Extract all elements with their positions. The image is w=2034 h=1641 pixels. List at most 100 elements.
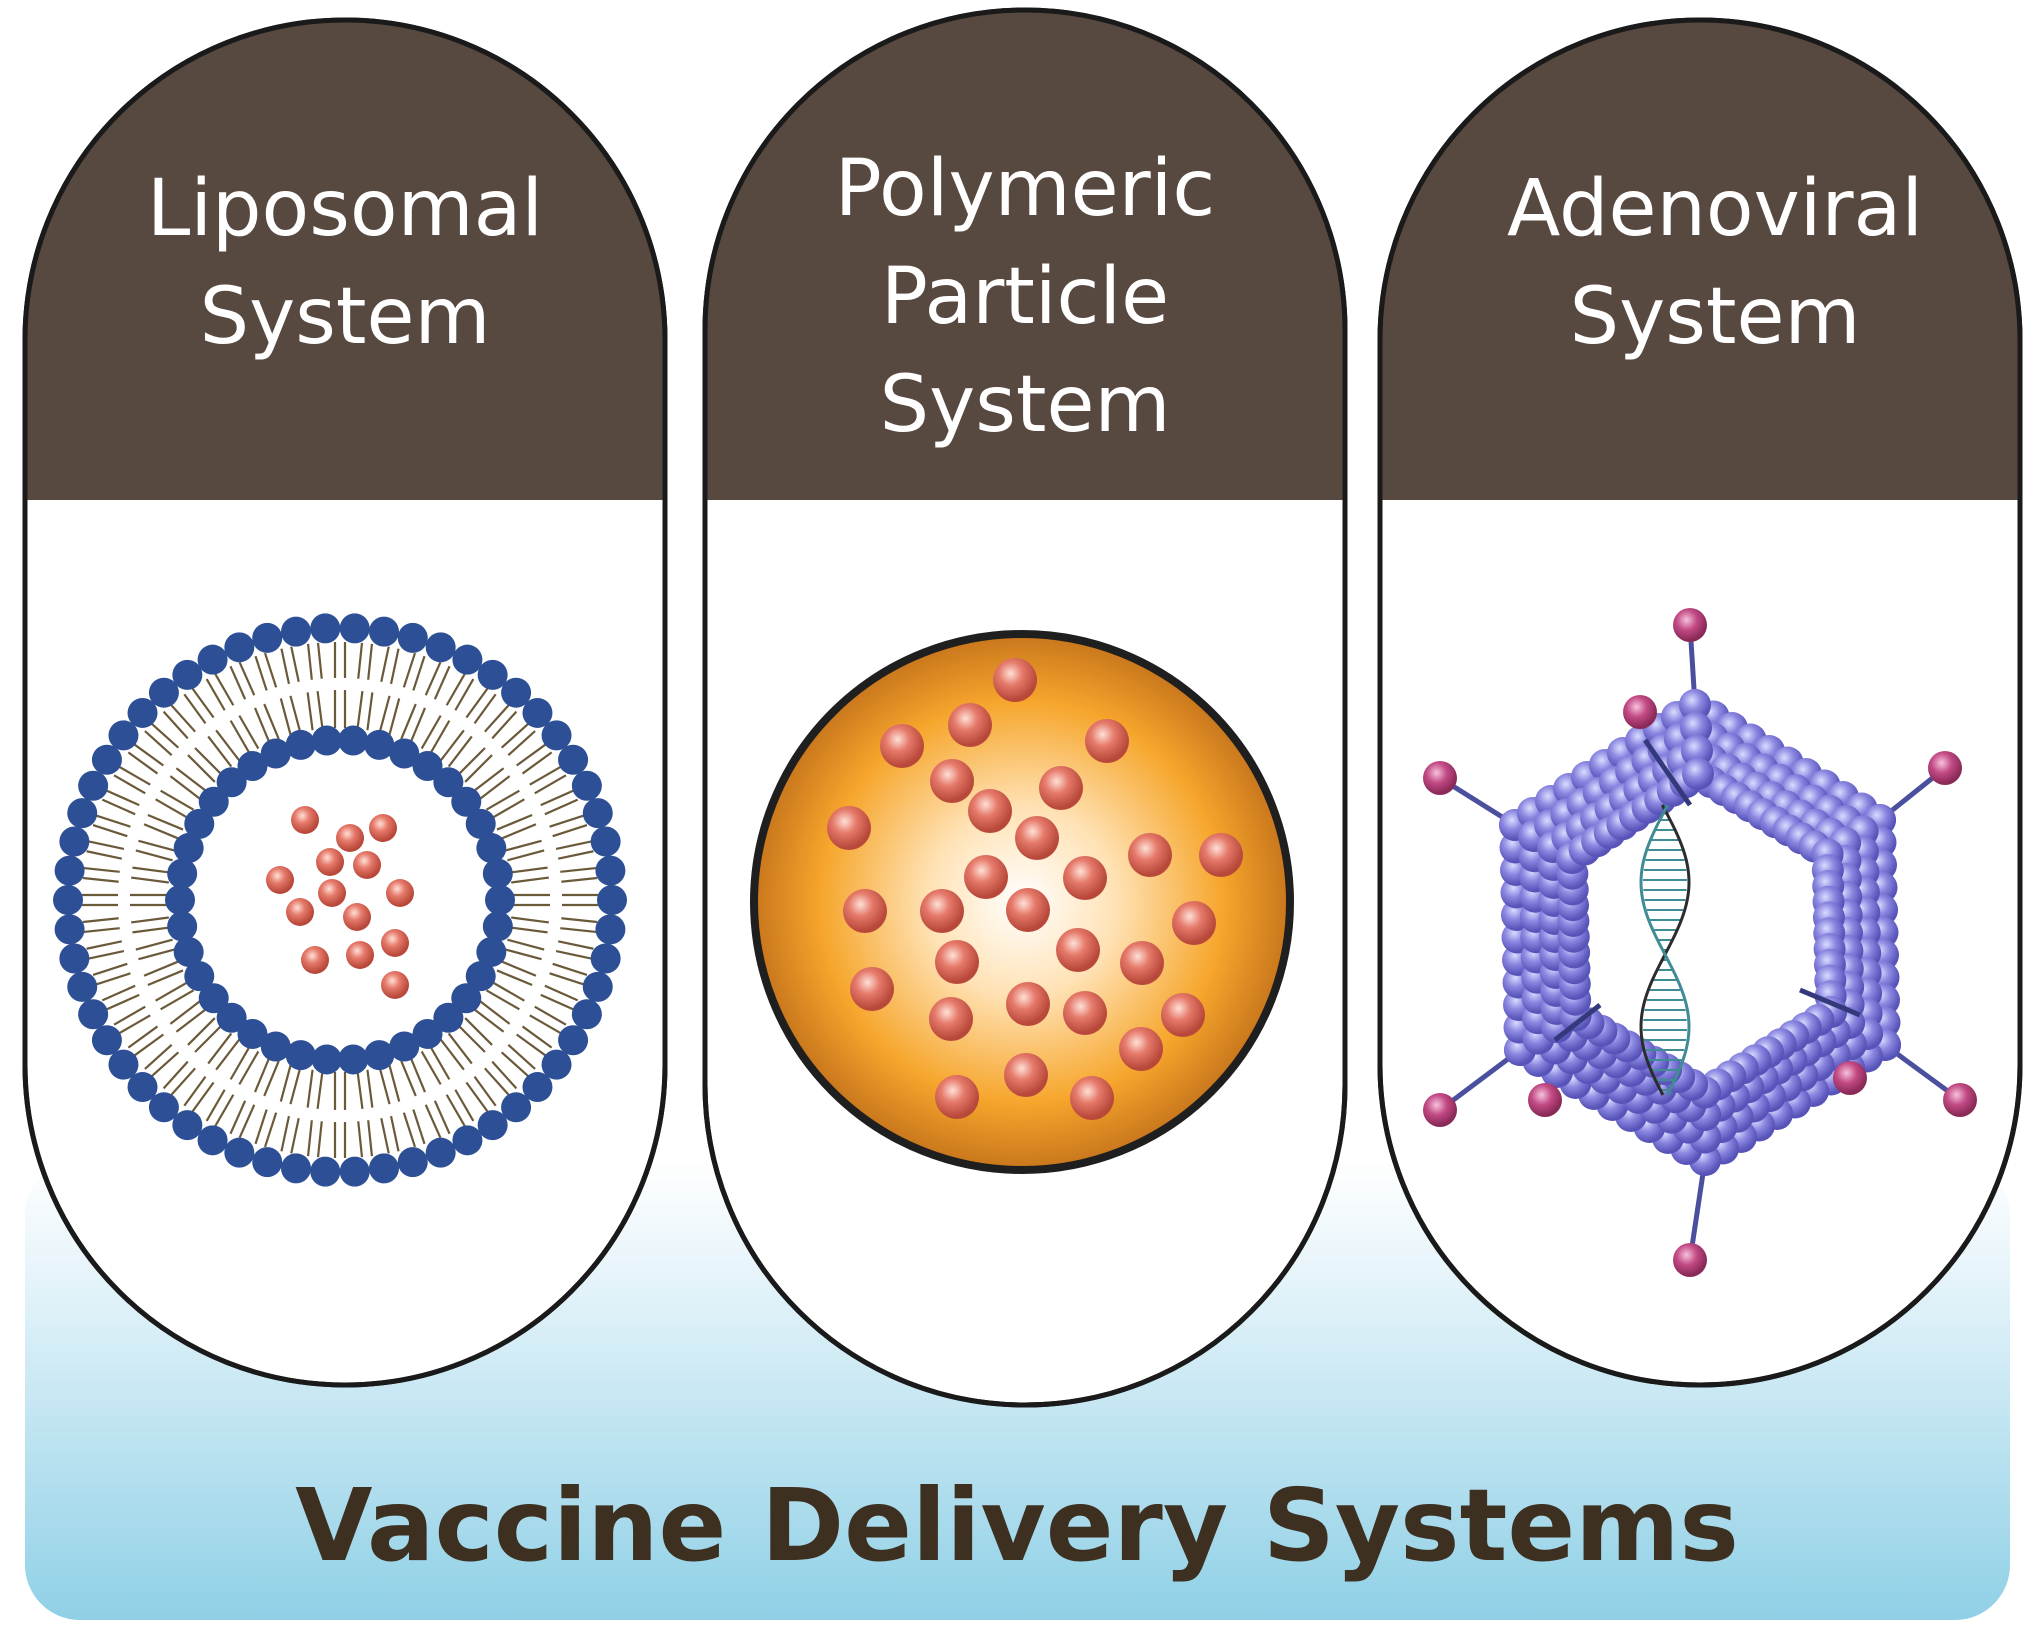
cargo-particle [930, 759, 974, 803]
cargo-particle [1199, 833, 1243, 877]
cargo-particle [301, 946, 329, 974]
lipid-tail [263, 703, 280, 740]
cargo-particle [343, 903, 371, 931]
lipid-tail [504, 948, 542, 961]
cargo-particle [316, 848, 344, 876]
lipid-tail [289, 1067, 302, 1105]
lipid-tail [457, 1024, 486, 1053]
lipid-head [148, 677, 179, 708]
lipid-head [237, 1018, 268, 1049]
lipid-tail [485, 789, 520, 811]
lipid-tail [490, 980, 525, 1002]
lipid-tail [105, 789, 140, 807]
fiber-shaft [1553, 1003, 1602, 1042]
lipid-tail [356, 691, 364, 729]
lipid-tail [424, 1104, 442, 1139]
lipid-head [582, 971, 613, 1002]
lipid-tail [88, 949, 125, 960]
lipid-tail [509, 926, 548, 934]
lipid-tail [402, 1112, 417, 1148]
lipid-tail [113, 1005, 146, 1026]
lipid-tail [160, 789, 195, 811]
lipid-tail [207, 735, 233, 768]
cargo-particle [935, 1075, 979, 1119]
lipid-tail [509, 866, 548, 874]
lipid-tail [485, 989, 520, 1011]
cargo-particle [1039, 766, 1083, 810]
lipid-head [501, 677, 532, 708]
lipid-head [590, 826, 621, 857]
lipid-tail [500, 960, 537, 977]
lipid-head [148, 1092, 179, 1123]
lipid-tail [496, 814, 533, 831]
lipid-tail [147, 814, 184, 831]
lipid-tail [207, 1032, 233, 1065]
lipid-tail [490, 798, 525, 820]
capsule-title-line: Adenoviral [1507, 164, 1923, 254]
dna-strand [1639, 804, 1691, 1096]
capsomer [1679, 689, 1711, 721]
lipid-head [425, 632, 456, 663]
lipid-tail [131, 916, 169, 924]
lipid-head [541, 720, 572, 751]
cargo-particle [1119, 1027, 1163, 1071]
lipid-tail [507, 849, 545, 862]
lipid-head [54, 914, 85, 945]
lipid-head [165, 885, 195, 915]
lipid-tail [549, 972, 585, 986]
lipid-head [197, 644, 228, 675]
lipid-tail [540, 789, 575, 807]
lipid-tail [95, 972, 131, 986]
cargo-particle [850, 967, 894, 1011]
lipid-tail [400, 1060, 417, 1097]
dna-strand [1639, 804, 1691, 1096]
lipid-tail [138, 948, 176, 961]
lipid-tail [238, 715, 260, 750]
lipid-tail [357, 642, 364, 679]
cargo-particle [1161, 993, 1205, 1037]
banner-title: Vaccine Delivery Systems [295, 1467, 1739, 1584]
lipid-head [338, 725, 369, 756]
lipid-tail [552, 823, 588, 838]
capsule-title-line: Particle [881, 252, 1169, 342]
cargo-particle [1056, 928, 1100, 972]
lipid-tail [238, 1050, 260, 1085]
lipid-tail [143, 823, 180, 840]
lipid-tail [82, 876, 119, 883]
lipid-tail [229, 665, 247, 700]
lipid-head [53, 885, 83, 915]
lipid-tail [279, 698, 292, 736]
lipid-tail [279, 1064, 292, 1102]
lipid-head [501, 1092, 532, 1123]
lipid-head [280, 1153, 311, 1184]
lipid-head [280, 616, 311, 647]
lipid-head [595, 855, 626, 886]
lipid-tail [472, 1007, 505, 1033]
lipid-tail [150, 1051, 180, 1078]
lipid-tail [155, 980, 190, 1002]
lipid-tail [170, 1067, 196, 1096]
cargo-particle [948, 703, 992, 747]
cargo-particle [929, 997, 973, 1041]
lipid-head [167, 911, 198, 942]
lipid-tail [215, 729, 241, 762]
lipid-tail [143, 960, 180, 977]
lipid-head [425, 1137, 456, 1168]
cargo-particle [1120, 941, 1164, 985]
lipid-tail [183, 1076, 207, 1107]
adenovirus-icon [1423, 608, 1977, 1277]
lipid-tail [316, 1071, 324, 1109]
lipid-head [91, 744, 122, 775]
lipid-head [558, 1025, 589, 1056]
lipid-tail [478, 775, 511, 801]
lipid-tail [500, 722, 530, 749]
lipid-head [582, 798, 613, 829]
lipid-head [397, 622, 428, 653]
lipid-head [252, 622, 283, 653]
lipid-head [477, 659, 508, 690]
lipid-head [338, 1044, 369, 1075]
capsule-title-line: Polymeric [835, 144, 1215, 234]
lipid-tail [380, 646, 390, 683]
lipid-head [78, 770, 109, 801]
lipid-tail [101, 798, 136, 816]
